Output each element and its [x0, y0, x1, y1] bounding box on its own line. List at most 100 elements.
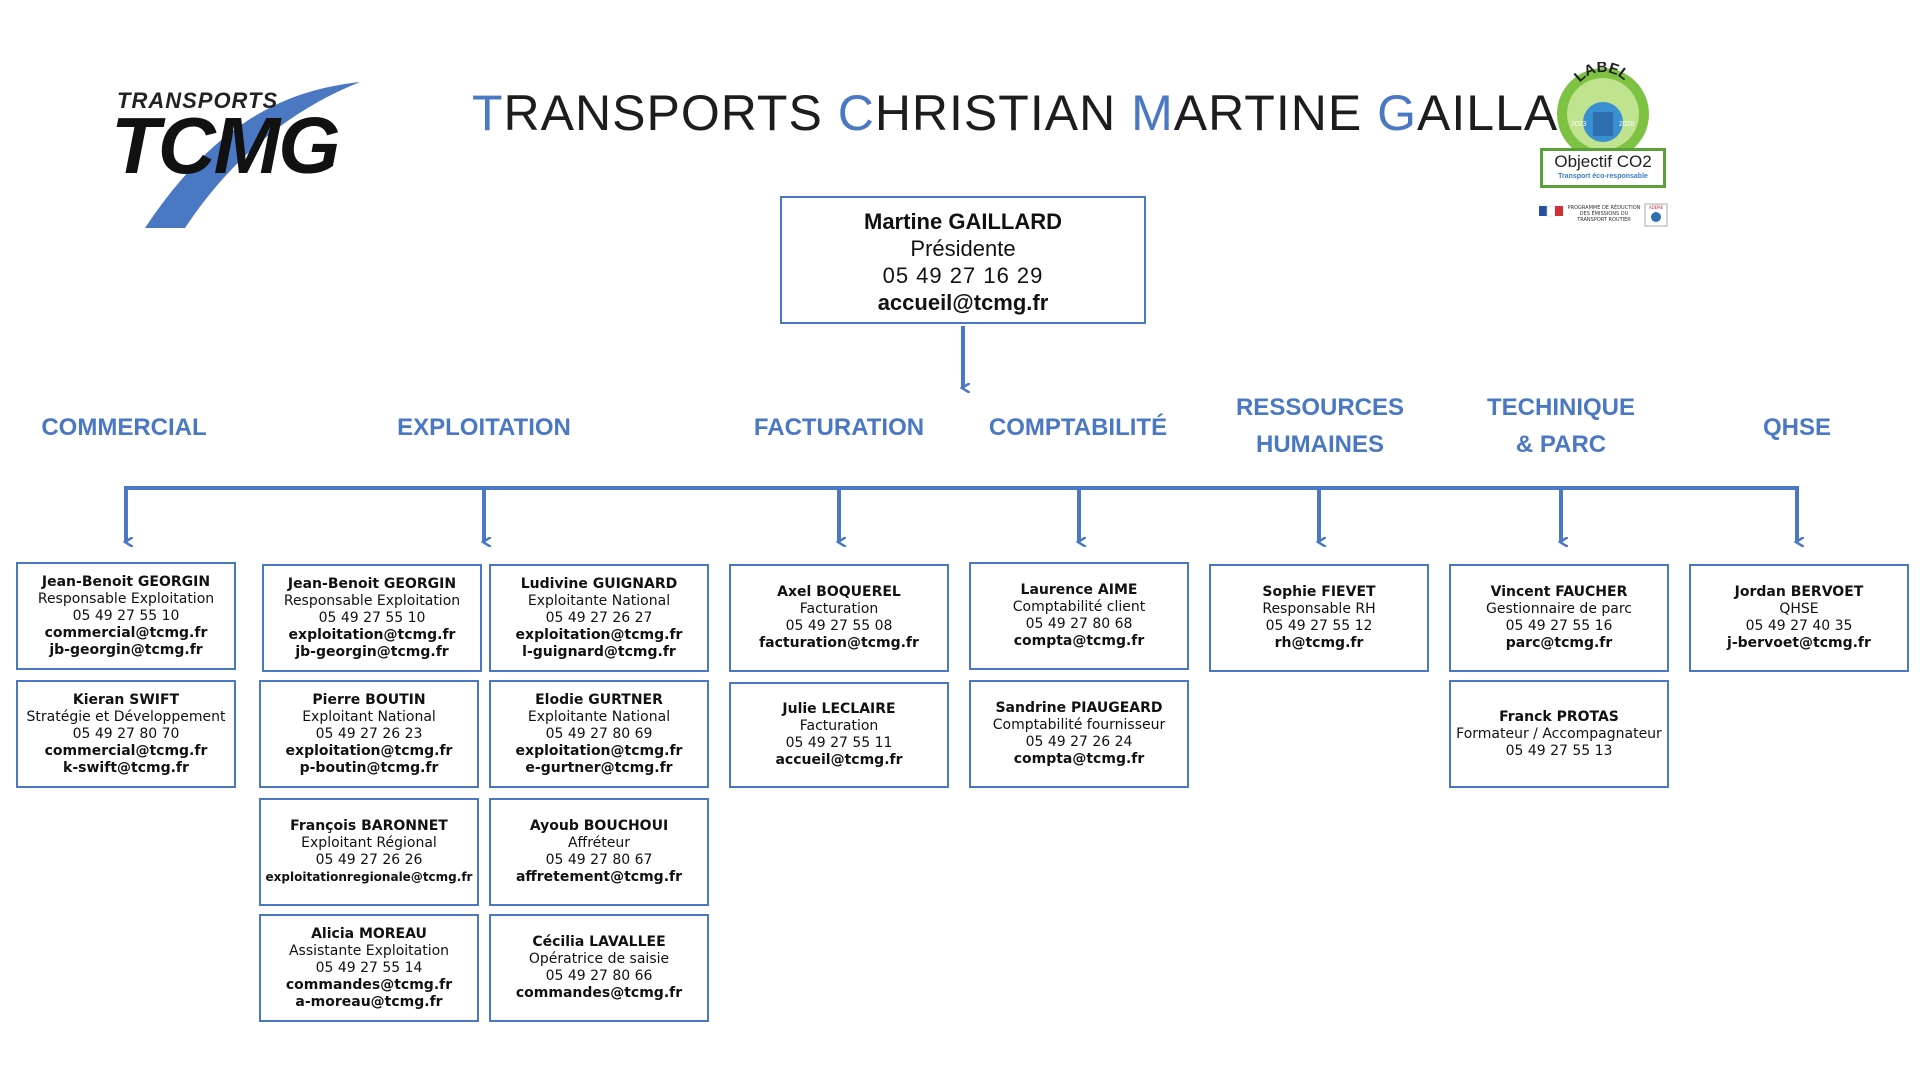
card-phone: 05 49 27 26 23 — [315, 725, 423, 742]
card-phone: 05 49 27 40 35 — [1745, 618, 1853, 634]
dept-comptabilite: COMPTABILITÉ — [988, 414, 1168, 441]
card-exploitation-guignard: Ludivine GUIGNARD Exploitante National 0… — [489, 564, 709, 672]
title-word-christian: HRISTIAN — [874, 85, 1117, 141]
card-email-personal[interactable]: l-guignard@tcmg.fr — [522, 643, 676, 660]
dept-technique-parc: TECHINIQUE & PARC — [1487, 389, 1635, 463]
card-name: Ayoub BOUCHOUI — [529, 818, 669, 834]
card-name: Pierre BOUTIN — [312, 691, 426, 708]
card-role: Comptabilité fournisseur — [992, 717, 1166, 733]
card-role: QHSE — [1779, 601, 1819, 617]
card-phone: 05 49 27 26 24 — [1025, 734, 1133, 750]
logo-swoosh-icon — [145, 82, 360, 228]
dept-tech-line1: TECHINIQUE — [1486, 394, 1636, 421]
card-phone: 05 49 27 26 26 — [315, 852, 423, 868]
card-commercial-georgin: Jean-Benoit GEORGIN Responsable Exploita… — [16, 562, 236, 670]
card-role: Responsable RH — [1262, 601, 1376, 617]
card-commercial-swift: Kieran SWIFT Stratégie et Développement … — [16, 680, 236, 788]
card-name: Sophie FIEVET — [1262, 584, 1376, 600]
dept-tech-line2: & PARC — [1515, 431, 1607, 458]
badge-transport-eco: Transport éco-responsable — [1558, 173, 1648, 180]
badge-label-text: LABEL — [1571, 62, 1632, 86]
card-email[interactable]: compta@tcmg.fr — [1013, 633, 1145, 649]
president-phone: 05 49 27 16 29 — [882, 263, 1044, 288]
title-word-transports: RANSPORTS — [503, 85, 823, 141]
card-name: Kieran SWIFT — [72, 691, 180, 708]
badge-footer-logos-icon — [1539, 203, 1668, 227]
card-phone: 05 49 27 80 68 — [1025, 616, 1133, 632]
objectif-co2-label-badge: LABEL 2023 2026 Objectif CO2 Transport é… — [1533, 62, 1673, 234]
badge-year-start: 2023 — [1571, 121, 1587, 128]
card-email[interactable]: exploitationregionale@tcmg.fr — [265, 870, 473, 884]
badge-footer-text: PROGRAMME DE RÉDUCTION DES ÉMISSIONS DU … — [1567, 205, 1641, 223]
card-phone: 05 49 27 80 70 — [72, 725, 180, 742]
card-role: Responsable Exploitation — [37, 590, 215, 607]
card-comptabilite-aime: Laurence AIME Comptabilité client 05 49 … — [969, 562, 1189, 670]
card-email-personal[interactable]: k-swift@tcmg.fr — [63, 759, 189, 776]
president-card: Martine GAILLARD Présidente 05 49 27 16 … — [780, 196, 1146, 324]
card-name: Laurence AIME — [1020, 582, 1138, 598]
card-email[interactable]: commercial@tcmg.fr — [44, 742, 208, 759]
badge-footer: PROGRAMME DE RÉDUCTION DES ÉMISSIONS DU … — [1537, 202, 1669, 228]
card-email[interactable]: j-bervoet@tcmg.fr — [1727, 635, 1871, 651]
card-phone: 05 49 27 55 10 — [318, 609, 426, 626]
card-role: Assistante Exploitation — [288, 942, 450, 959]
president-email[interactable]: accueil@tcmg.fr — [877, 290, 1049, 315]
card-name: Jordan BERVOET — [1734, 584, 1864, 600]
card-email[interactable]: commercial@tcmg.fr — [44, 624, 208, 641]
card-role: Stratégie et Développement — [26, 708, 226, 725]
card-email[interactable]: accueil@tcmg.fr — [775, 752, 903, 768]
card-phone: 05 49 27 55 14 — [315, 959, 423, 976]
card-email[interactable]: exploitation@tcmg.fr — [515, 626, 683, 643]
dept-ressources-humaines: RESSOURCES HUMAINES — [1236, 389, 1404, 463]
card-email-personal[interactable]: p-boutin@tcmg.fr — [299, 759, 439, 776]
tcmg-logo: TRANSPORTS TCMG — [105, 78, 415, 238]
card-role: Exploitant Régional — [301, 835, 437, 851]
card-role: Formateur / Accompagnateur — [1456, 725, 1662, 742]
card-phone: 05 49 27 80 67 — [545, 852, 653, 868]
card-email[interactable]: compta@tcmg.fr — [1013, 751, 1145, 767]
card-email[interactable]: exploitation@tcmg.fr — [515, 742, 683, 759]
card-email[interactable]: exploitation@tcmg.fr — [288, 626, 456, 643]
card-email[interactable]: commandes@tcmg.fr — [285, 976, 453, 993]
title-initial-t: T — [472, 85, 504, 141]
president-name: Martine GAILLARD — [864, 209, 1062, 234]
card-email-personal[interactable]: jb-georgin@tcmg.fr — [295, 643, 449, 660]
card-email[interactable]: rh@tcmg.fr — [1274, 635, 1364, 651]
title-initial-c: C — [837, 85, 875, 141]
card-role: Comptabilité client — [1012, 599, 1146, 615]
card-exploitation-boutin: Pierre BOUTIN Exploitant National 05 49 … — [259, 680, 479, 788]
card-exploitation-georgin: Jean-Benoit GEORGIN Responsable Exploita… — [262, 564, 482, 672]
card-role: Gestionnaire de parc — [1486, 601, 1632, 617]
card-role: Facturation — [799, 718, 879, 734]
logo-transports-text: TRANSPORTS — [117, 88, 279, 113]
card-phone: 05 49 27 80 66 — [545, 968, 653, 984]
card-role: Exploitante National — [527, 592, 671, 609]
card-email[interactable]: exploitation@tcmg.fr — [285, 742, 453, 759]
card-role: Exploitante National — [527, 708, 671, 725]
card-technique-protas: Franck PROTAS Formateur / Accompagnateur… — [1449, 680, 1669, 788]
card-exploitation-moreau: Alicia MOREAU Assistante Exploitation 05… — [259, 914, 479, 1022]
card-name: Jean-Benoit GEORGIN — [41, 573, 211, 590]
card-exploitation-bouchoui: Ayoub BOUCHOUI Affréteur 05 49 27 80 67 … — [489, 798, 709, 906]
card-email[interactable]: affretement@tcmg.fr — [515, 869, 683, 885]
card-email-personal[interactable]: jb-georgin@tcmg.fr — [49, 641, 203, 658]
dept-rh-line1: RESSOURCES — [1235, 394, 1405, 421]
dept-facturation: FACTURATION — [753, 414, 925, 441]
card-facturation-boquerel: Axel BOQUEREL Facturation 05 49 27 55 08… — [729, 564, 949, 672]
card-phone: 05 49 27 55 13 — [1505, 742, 1613, 759]
card-role: Exploitant National — [302, 708, 436, 725]
title-word-martine: ARTINE — [1173, 85, 1363, 141]
card-email[interactable]: facturation@tcmg.fr — [759, 635, 919, 651]
card-phone: 05 49 27 55 12 — [1265, 618, 1373, 634]
card-technique-faucher: Vincent FAUCHER Gestionnaire de parc 05 … — [1449, 564, 1669, 672]
card-facturation-leclaire: Julie LECLAIRE Facturation 05 49 27 55 1… — [729, 682, 949, 788]
card-email-personal[interactable]: a-moreau@tcmg.fr — [295, 993, 443, 1010]
card-email[interactable]: parc@tcmg.fr — [1505, 635, 1613, 651]
label-seal-icon: LABEL 2023 2026 — [1557, 62, 1649, 160]
card-exploitation-lavallee: Cécilia LAVALLEE Opératrice de saisie 05… — [489, 914, 709, 1022]
card-name: Alicia MOREAU — [311, 925, 427, 942]
card-role: Responsable Exploitation — [283, 592, 461, 609]
card-email[interactable]: commandes@tcmg.fr — [515, 985, 683, 1001]
card-rh-fievet: Sophie FIEVET Responsable RH 05 49 27 55… — [1209, 564, 1429, 672]
card-email-personal[interactable]: e-gurtner@tcmg.fr — [525, 759, 673, 776]
